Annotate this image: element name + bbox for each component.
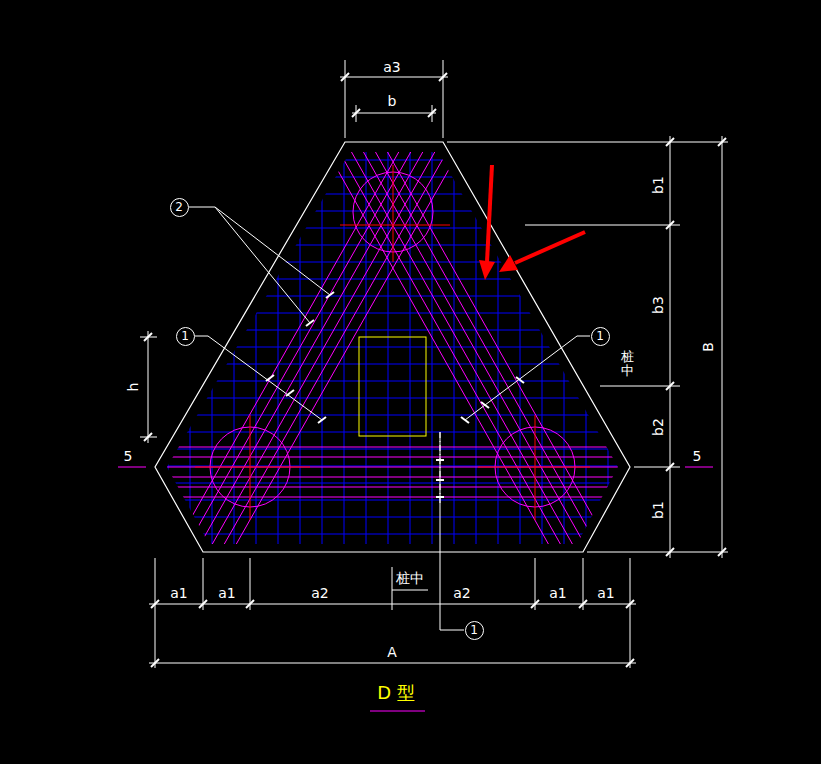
rebar-line bbox=[150, 415, 640, 416]
rebar-line bbox=[273, 13, 614, 618]
rebar-line bbox=[366, 140, 367, 555]
rebar-line bbox=[150, 330, 640, 331]
callout-circle: 1 bbox=[176, 327, 195, 346]
callout-number: 1 bbox=[181, 330, 189, 342]
rebar-line bbox=[261, 13, 602, 618]
rebar-line bbox=[608, 140, 609, 555]
rebar-line bbox=[150, 487, 640, 488]
callout-circle: 1 bbox=[591, 327, 610, 346]
rebar-grid bbox=[150, 140, 640, 555]
dimension-label: b1 bbox=[651, 501, 665, 519]
section-mark: 5 bbox=[693, 449, 702, 463]
section-mark: 5 bbox=[124, 449, 133, 463]
rebar-line bbox=[190, 140, 191, 555]
highlight-arrows bbox=[479, 165, 585, 280]
rebar-line bbox=[150, 245, 640, 246]
leader-ticks bbox=[266, 292, 524, 497]
rebar-line bbox=[454, 140, 455, 555]
rebar-line bbox=[586, 140, 587, 555]
dimension-label: a1 bbox=[597, 586, 615, 600]
rebar-line bbox=[410, 140, 411, 555]
rebar-line bbox=[297, 13, 638, 618]
rebar-line bbox=[158, 13, 501, 618]
rebar-line bbox=[150, 381, 640, 382]
rebar-line bbox=[150, 477, 640, 478]
dimension-label: a1 bbox=[218, 586, 236, 600]
rebar-line bbox=[150, 449, 640, 450]
rebar-line bbox=[150, 467, 640, 468]
rebar-line bbox=[150, 447, 640, 448]
rebar-line bbox=[150, 457, 640, 458]
rebar-line bbox=[542, 140, 543, 555]
dimension-label: a2 bbox=[311, 586, 329, 600]
cap-outline bbox=[155, 142, 630, 552]
dimension-label: b bbox=[388, 94, 397, 108]
callout-circle: 2 bbox=[170, 198, 189, 217]
column-outline bbox=[359, 337, 426, 436]
rebar-line bbox=[150, 500, 640, 501]
callout-number: 1 bbox=[596, 330, 604, 342]
dimension-lines bbox=[140, 60, 728, 668]
dimension-label: a1 bbox=[549, 586, 567, 600]
rebar-line bbox=[476, 140, 477, 555]
rebar-line bbox=[388, 140, 389, 555]
dimension-label: b1 bbox=[651, 176, 665, 194]
rebar-line bbox=[150, 177, 640, 178]
rebar-line bbox=[322, 140, 323, 555]
rebar-line bbox=[309, 13, 650, 618]
rebar-line bbox=[564, 140, 565, 555]
rebar-line bbox=[150, 466, 640, 467]
rebar-line bbox=[249, 13, 590, 618]
rebar-bands bbox=[134, 13, 650, 618]
rebar-line bbox=[344, 140, 345, 555]
rebar-line bbox=[150, 279, 640, 280]
section-underlines bbox=[118, 467, 713, 711]
drawing-title: D 型 bbox=[377, 684, 415, 702]
rebar-line bbox=[150, 211, 640, 212]
dimension-label: B bbox=[701, 342, 715, 352]
note-label: 桩中 bbox=[621, 350, 634, 379]
dimension-label: a2 bbox=[453, 586, 471, 600]
rebar-line bbox=[278, 140, 279, 555]
dimension-label: A bbox=[387, 645, 397, 659]
callout-circle: 1 bbox=[465, 621, 484, 640]
rebar-line bbox=[150, 296, 640, 297]
leader-lines bbox=[189, 207, 590, 630]
rebar-line bbox=[150, 194, 640, 195]
rebar-line bbox=[146, 13, 489, 618]
rebar-line bbox=[134, 13, 477, 618]
rebar-line bbox=[182, 13, 525, 618]
rebar-line bbox=[150, 517, 640, 518]
rebar-line bbox=[150, 160, 640, 161]
rebar-line bbox=[150, 398, 640, 399]
rebar-line bbox=[194, 13, 537, 618]
callout-number: 1 bbox=[470, 624, 478, 636]
rebar-line bbox=[150, 432, 640, 433]
rebar-line bbox=[285, 13, 626, 618]
rebar-line bbox=[150, 313, 640, 314]
rebar-line bbox=[212, 140, 213, 555]
rebar-line bbox=[150, 262, 640, 263]
dimension-label: a3 bbox=[383, 60, 401, 74]
dimension-ticks bbox=[144, 73, 726, 667]
rebar-line bbox=[168, 140, 169, 555]
rebar-line bbox=[256, 140, 257, 555]
note-label: 桩中 bbox=[396, 571, 424, 585]
dimension-label: b3 bbox=[651, 296, 665, 314]
rebar-line bbox=[150, 364, 640, 365]
dimension-label: a1 bbox=[170, 586, 188, 600]
rebar-line bbox=[170, 13, 513, 618]
pile-centerlines bbox=[195, 165, 590, 520]
rebar-line bbox=[234, 140, 235, 555]
dimension-label: b2 bbox=[651, 418, 665, 436]
callout-number: 2 bbox=[175, 201, 183, 213]
dimension-label: h bbox=[126, 383, 140, 392]
